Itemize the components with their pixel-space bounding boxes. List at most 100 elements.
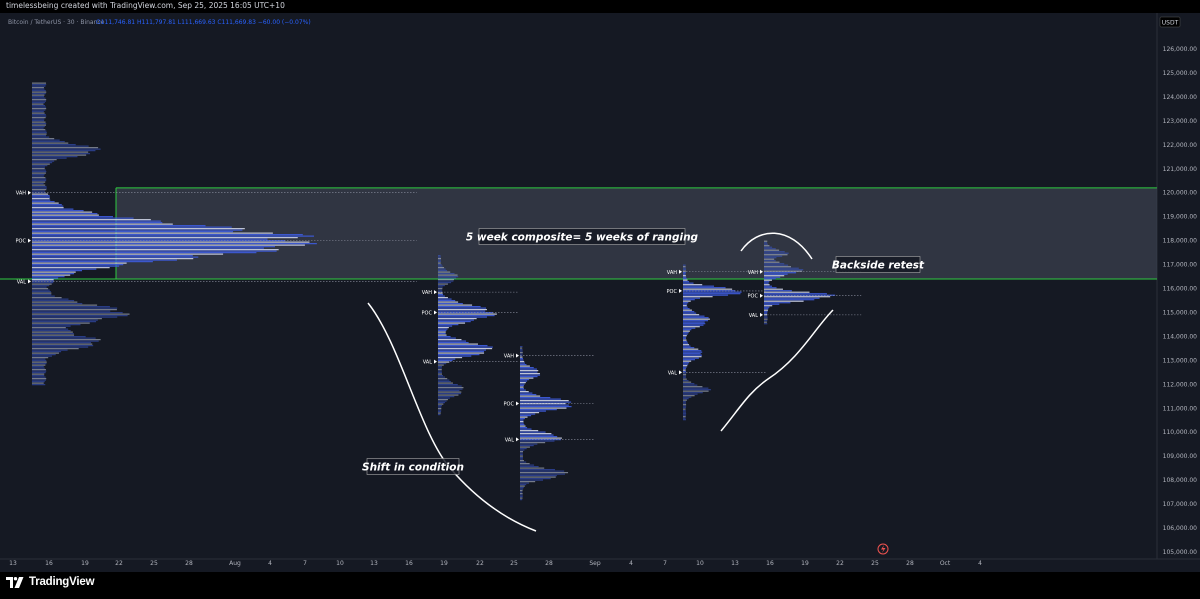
profile-row [32,271,76,273]
profile-row [438,374,444,377]
profile-row [32,96,45,98]
profile-row [438,347,493,350]
profile-row [683,299,695,301]
profile-row [438,346,493,348]
legend-ohlc: O111,746.81 H111,797.81 L111,669.63 C111… [96,19,311,26]
profile-row [32,349,68,351]
profile-row [32,138,55,140]
profile-row [764,273,788,275]
profile-row [32,181,46,183]
profile-row [438,254,441,257]
profile-row [32,370,47,372]
profile-row [32,343,93,345]
time-tick-label: 22 [836,560,844,567]
profile-row [683,408,686,410]
profile-row [520,451,523,453]
price-tick-label: 120,000.00 [1163,190,1198,197]
profile-row [764,290,792,292]
profile-row [683,330,690,332]
profile-row [32,117,46,119]
profile-row [764,317,768,319]
profile-row [520,479,544,481]
profile-row [520,385,524,387]
profile-row [438,401,445,404]
profile-row [520,499,523,501]
profile-row [683,324,704,326]
volume-profile-5 [764,240,836,325]
profile-row [764,312,768,314]
profile-row [32,256,199,258]
profile-row [32,298,69,300]
lightning-icon[interactable] [877,543,889,555]
profile-row [683,266,686,268]
vah-label: VAH [422,290,433,296]
time-tick-label: 19 [801,560,809,567]
profile-row [438,310,486,312]
annotation-box [835,256,921,273]
vah-marker [516,353,519,358]
profile-row [520,403,566,405]
profile-row [520,383,525,385]
profile-row [438,364,444,366]
profile-row [520,439,561,441]
profile-row [520,434,554,436]
poc-label: POC [748,294,759,300]
profile-row [683,354,702,356]
profile-row [764,323,768,325]
profile-row [764,275,785,277]
profile-row [438,323,459,326]
profile-row [520,452,523,454]
profile-row [32,115,47,117]
profile-row [764,246,773,248]
annotation-1: 5 week composite= 5 weeks of ranging [466,228,699,245]
profile-row [438,329,447,332]
profile-row [32,322,90,324]
profile-row [520,473,566,475]
profile-row [683,399,687,401]
profile-row [764,293,827,295]
volume-profile-layer [32,82,836,501]
profile-row [32,87,44,89]
profile-row [520,373,540,375]
profile-row [520,361,525,363]
profile-row [438,277,457,279]
profile-row [32,243,317,245]
profile-row [683,414,686,416]
profile-row [520,346,523,348]
profile-row [520,424,525,426]
profile-row [32,277,59,279]
profile-row [683,357,699,359]
profile-row [32,313,130,315]
profile-row [438,341,469,344]
annotation-text: 5 week composite= 5 weeks of ranging [466,232,699,244]
profile-row [683,419,686,421]
profile-row [32,249,279,251]
profile-row [520,464,535,466]
price-tick-label: 118,000.00 [1163,238,1198,245]
profile-row [683,413,687,415]
currency-badge: USDT [1159,16,1181,28]
profile-row [683,375,686,377]
profile-row [520,430,539,432]
chart-svg[interactable]: VAHPOCVALVAHPOCVALVAHPOCVALVAHPOCVALVAHP… [0,13,1200,572]
tradingview-logo[interactable]: TradingView [6,576,95,588]
profile-row [520,476,556,478]
profile-row [520,497,523,499]
profile-row [683,345,691,347]
profile-row [683,333,688,335]
profile-row [32,84,47,86]
profile-row [683,303,688,305]
profile-row [683,407,686,409]
profile-row [32,367,45,369]
profile-row [32,106,47,108]
profile-row [683,381,692,383]
time-tick-label: 13 [9,560,17,567]
profile-row [520,358,523,360]
profile-row [683,402,686,404]
profile-row [438,326,449,329]
profile-row [32,327,66,329]
profile-row [32,165,48,167]
profile-row [683,392,703,394]
profile-row [32,186,47,188]
